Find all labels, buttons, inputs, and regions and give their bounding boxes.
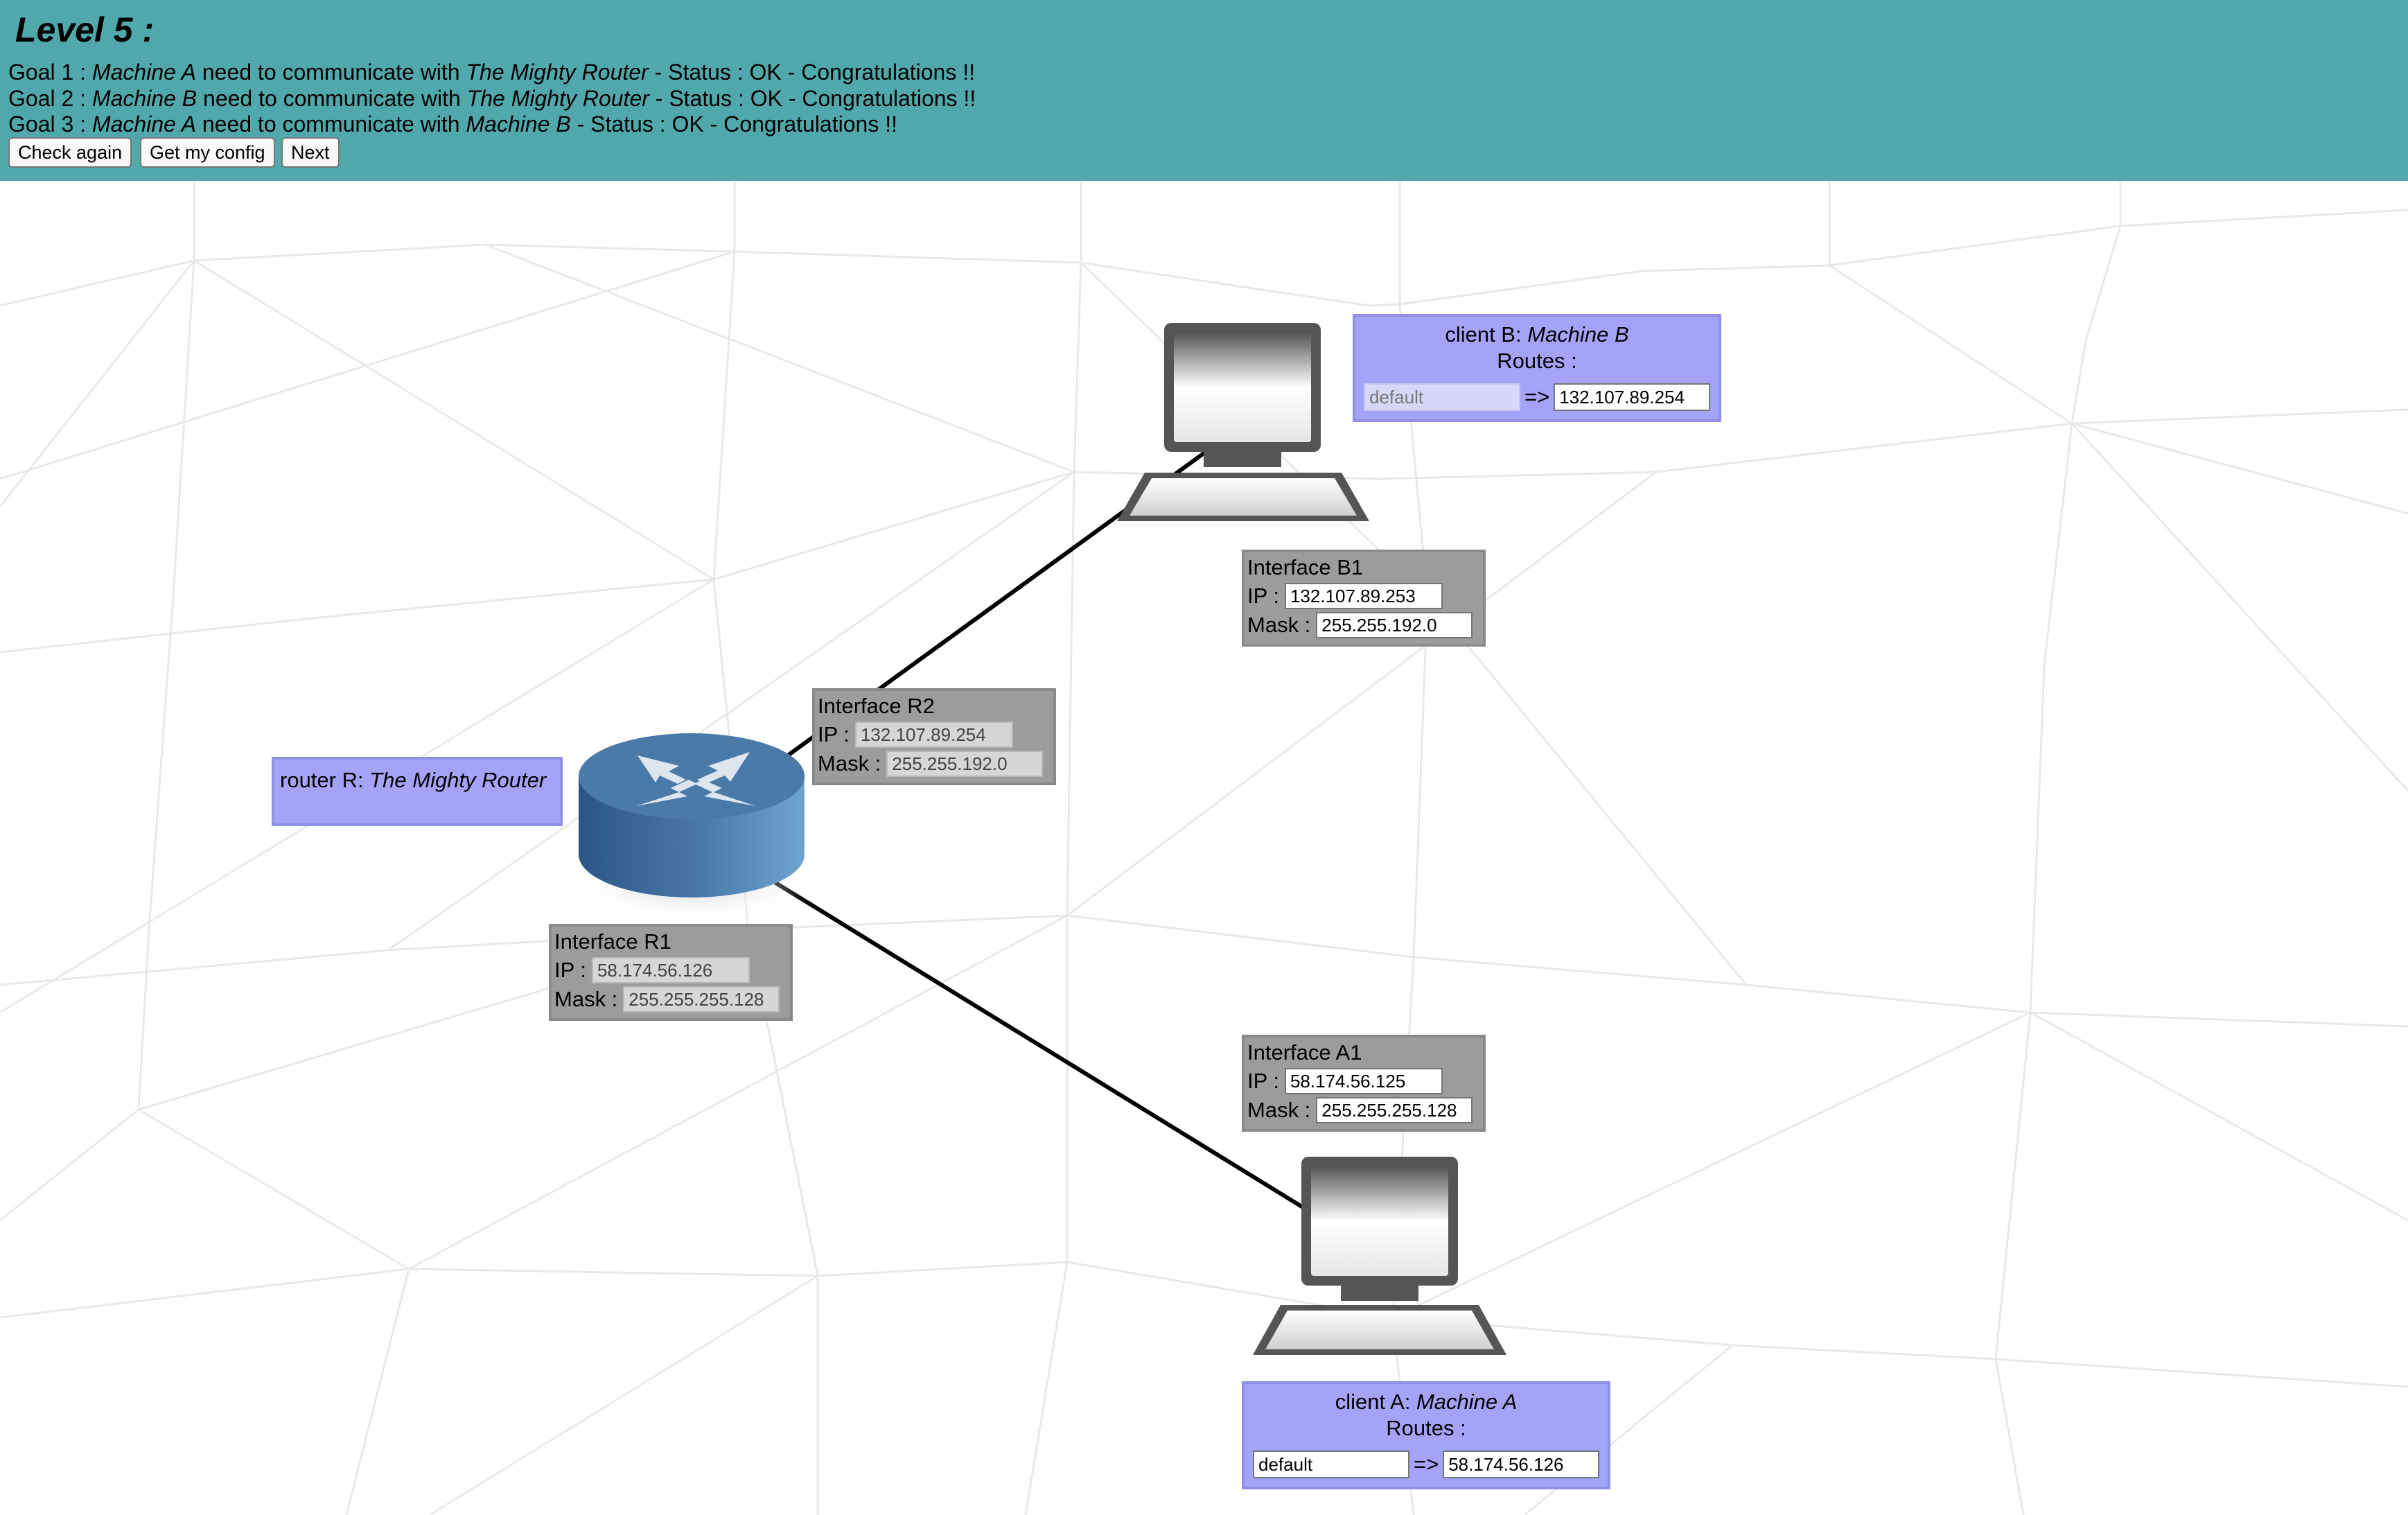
interface-a1-mask-label: Mask : xyxy=(1247,1098,1311,1122)
machine-b-title: client B: Machine B xyxy=(1355,322,1719,347)
interface-b1-mask-input[interactable] xyxy=(1316,612,1473,638)
machine-b-route-destination[interactable] xyxy=(1364,383,1520,411)
machine-a-title: client A: Machine A xyxy=(1245,1390,1608,1415)
goal-3: Goal 3 : Machine A need to communicate w… xyxy=(8,112,897,137)
router-name: The Mighty Router xyxy=(369,768,547,792)
interface-b1-ip-input[interactable] xyxy=(1284,583,1443,609)
interface-b1-ip-row: IP : xyxy=(1247,583,1480,609)
goal-3-prefix: Goal 3 : xyxy=(8,112,92,137)
interface-r2-mask-input xyxy=(886,751,1044,777)
get-my-config-button[interactable]: Get my config xyxy=(140,137,275,168)
machine-b-box[interactable]: client B: Machine B Routes : => xyxy=(1353,314,1721,422)
goal-1-target: The Mighty Router xyxy=(466,60,649,85)
goal-1: Goal 1 : Machine A need to communicate w… xyxy=(8,60,975,85)
interface-r1-mask-input xyxy=(623,986,780,1013)
goal-1-mid: need to communicate with xyxy=(195,60,466,85)
machine-a-name: Machine A xyxy=(1416,1390,1518,1414)
machine-a-routes-label: Routes : xyxy=(1386,1416,1466,1440)
interface-a1-ip-label: IP : xyxy=(1247,1069,1279,1093)
interface-r1-box: Interface R1 IP : Mask : xyxy=(549,924,793,1021)
interface-r2-box: Interface R2 IP : Mask : xyxy=(812,688,1056,785)
interface-r2-mask-label: Mask : xyxy=(818,751,881,776)
interface-a1-ip-row: IP : xyxy=(1247,1068,1480,1094)
goal-3-mid: need to communicate with xyxy=(195,112,466,137)
router-label-prefix: router R: xyxy=(280,768,370,792)
goal-2-status: - Status : OK - Congratulations !! xyxy=(649,86,976,111)
machine-a-route-destination[interactable] xyxy=(1253,1451,1409,1478)
interface-b1-box: Interface B1 IP : Mask : xyxy=(1242,550,1486,647)
goal-2-prefix: Goal 2 : xyxy=(8,86,92,111)
goal-3-status: - Status : OK - Congratulations !! xyxy=(570,112,897,137)
level-header: Level 5 : Goal 1 : Machine A need to com… xyxy=(0,0,2408,181)
next-button[interactable]: Next xyxy=(281,137,340,168)
interface-r1-mask-row: Mask : xyxy=(554,986,787,1013)
interface-b1-ip-label: IP : xyxy=(1247,584,1279,608)
interface-r1-ip-row: IP : xyxy=(554,957,787,983)
goal-3-source: Machine A xyxy=(91,112,196,137)
goal-1-source: Machine A xyxy=(91,60,196,85)
level-title: Level 5 : xyxy=(15,10,155,49)
interface-r2-name: Interface R2 xyxy=(818,694,935,718)
interface-r1-mask-label: Mask : xyxy=(554,987,618,1011)
machine-b-routes-label: Routes : xyxy=(1497,349,1577,373)
interface-r1-ip-input xyxy=(591,957,750,983)
interface-b1-name: Interface B1 xyxy=(1247,555,1364,579)
goal-2-target: The Mighty Router xyxy=(466,86,649,111)
machine-b-route-gateway[interactable] xyxy=(1554,383,1711,411)
machine-b-route-row: => xyxy=(1364,383,1711,411)
goal-2-mid: need to communicate with xyxy=(197,86,467,111)
machine-a-route-arrow: => xyxy=(1414,1452,1439,1476)
interface-a1-box: Interface A1 IP : Mask : xyxy=(1242,1035,1486,1132)
interface-r2-ip-input xyxy=(854,721,1013,748)
interface-a1-name: Interface A1 xyxy=(1247,1040,1362,1065)
goal-1-prefix: Goal 1 : xyxy=(8,60,92,85)
machine-a-label-prefix: client A: xyxy=(1335,1390,1416,1414)
interface-b1-mask-label: Mask : xyxy=(1247,613,1311,637)
interface-r1-ip-label: IP : xyxy=(554,958,586,982)
goal-3-target: Machine B xyxy=(466,112,571,137)
link-router-to-machine-a xyxy=(761,873,1308,1211)
machine-b-label-prefix: client B: xyxy=(1445,322,1528,347)
interface-r2-ip-label: IP : xyxy=(818,722,850,746)
computer-icon[interactable] xyxy=(1247,1154,1518,1362)
goal-2-source: Machine B xyxy=(91,86,197,111)
machine-a-route-gateway[interactable] xyxy=(1443,1451,1600,1478)
interface-a1-mask-input[interactable] xyxy=(1316,1097,1473,1123)
machine-a-box[interactable]: client A: Machine A Routes : => xyxy=(1242,1381,1610,1489)
interface-r2-mask-row: Mask : xyxy=(818,751,1051,777)
router-icon[interactable] xyxy=(554,724,832,925)
machine-b-route-arrow: => xyxy=(1524,385,1550,409)
interface-a1-mask-row: Mask : xyxy=(1247,1097,1480,1123)
goal-2: Goal 2 : Machine B need to communicate w… xyxy=(8,86,976,112)
interface-a1-ip-input[interactable] xyxy=(1284,1068,1443,1094)
check-again-button[interactable]: Check again xyxy=(8,137,132,168)
machine-b-name: Machine B xyxy=(1527,322,1629,347)
machine-a-route-row: => xyxy=(1253,1451,1600,1478)
goal-1-status: - Status : OK - Congratulations !! xyxy=(648,60,976,85)
interface-r1-name: Interface R1 xyxy=(554,929,671,954)
interface-b1-mask-row: Mask : xyxy=(1247,612,1480,638)
router-label[interactable]: router R: The Mighty Router xyxy=(272,757,563,826)
computer-icon[interactable] xyxy=(1109,320,1379,528)
interface-r2-ip-row: IP : xyxy=(818,721,1051,748)
